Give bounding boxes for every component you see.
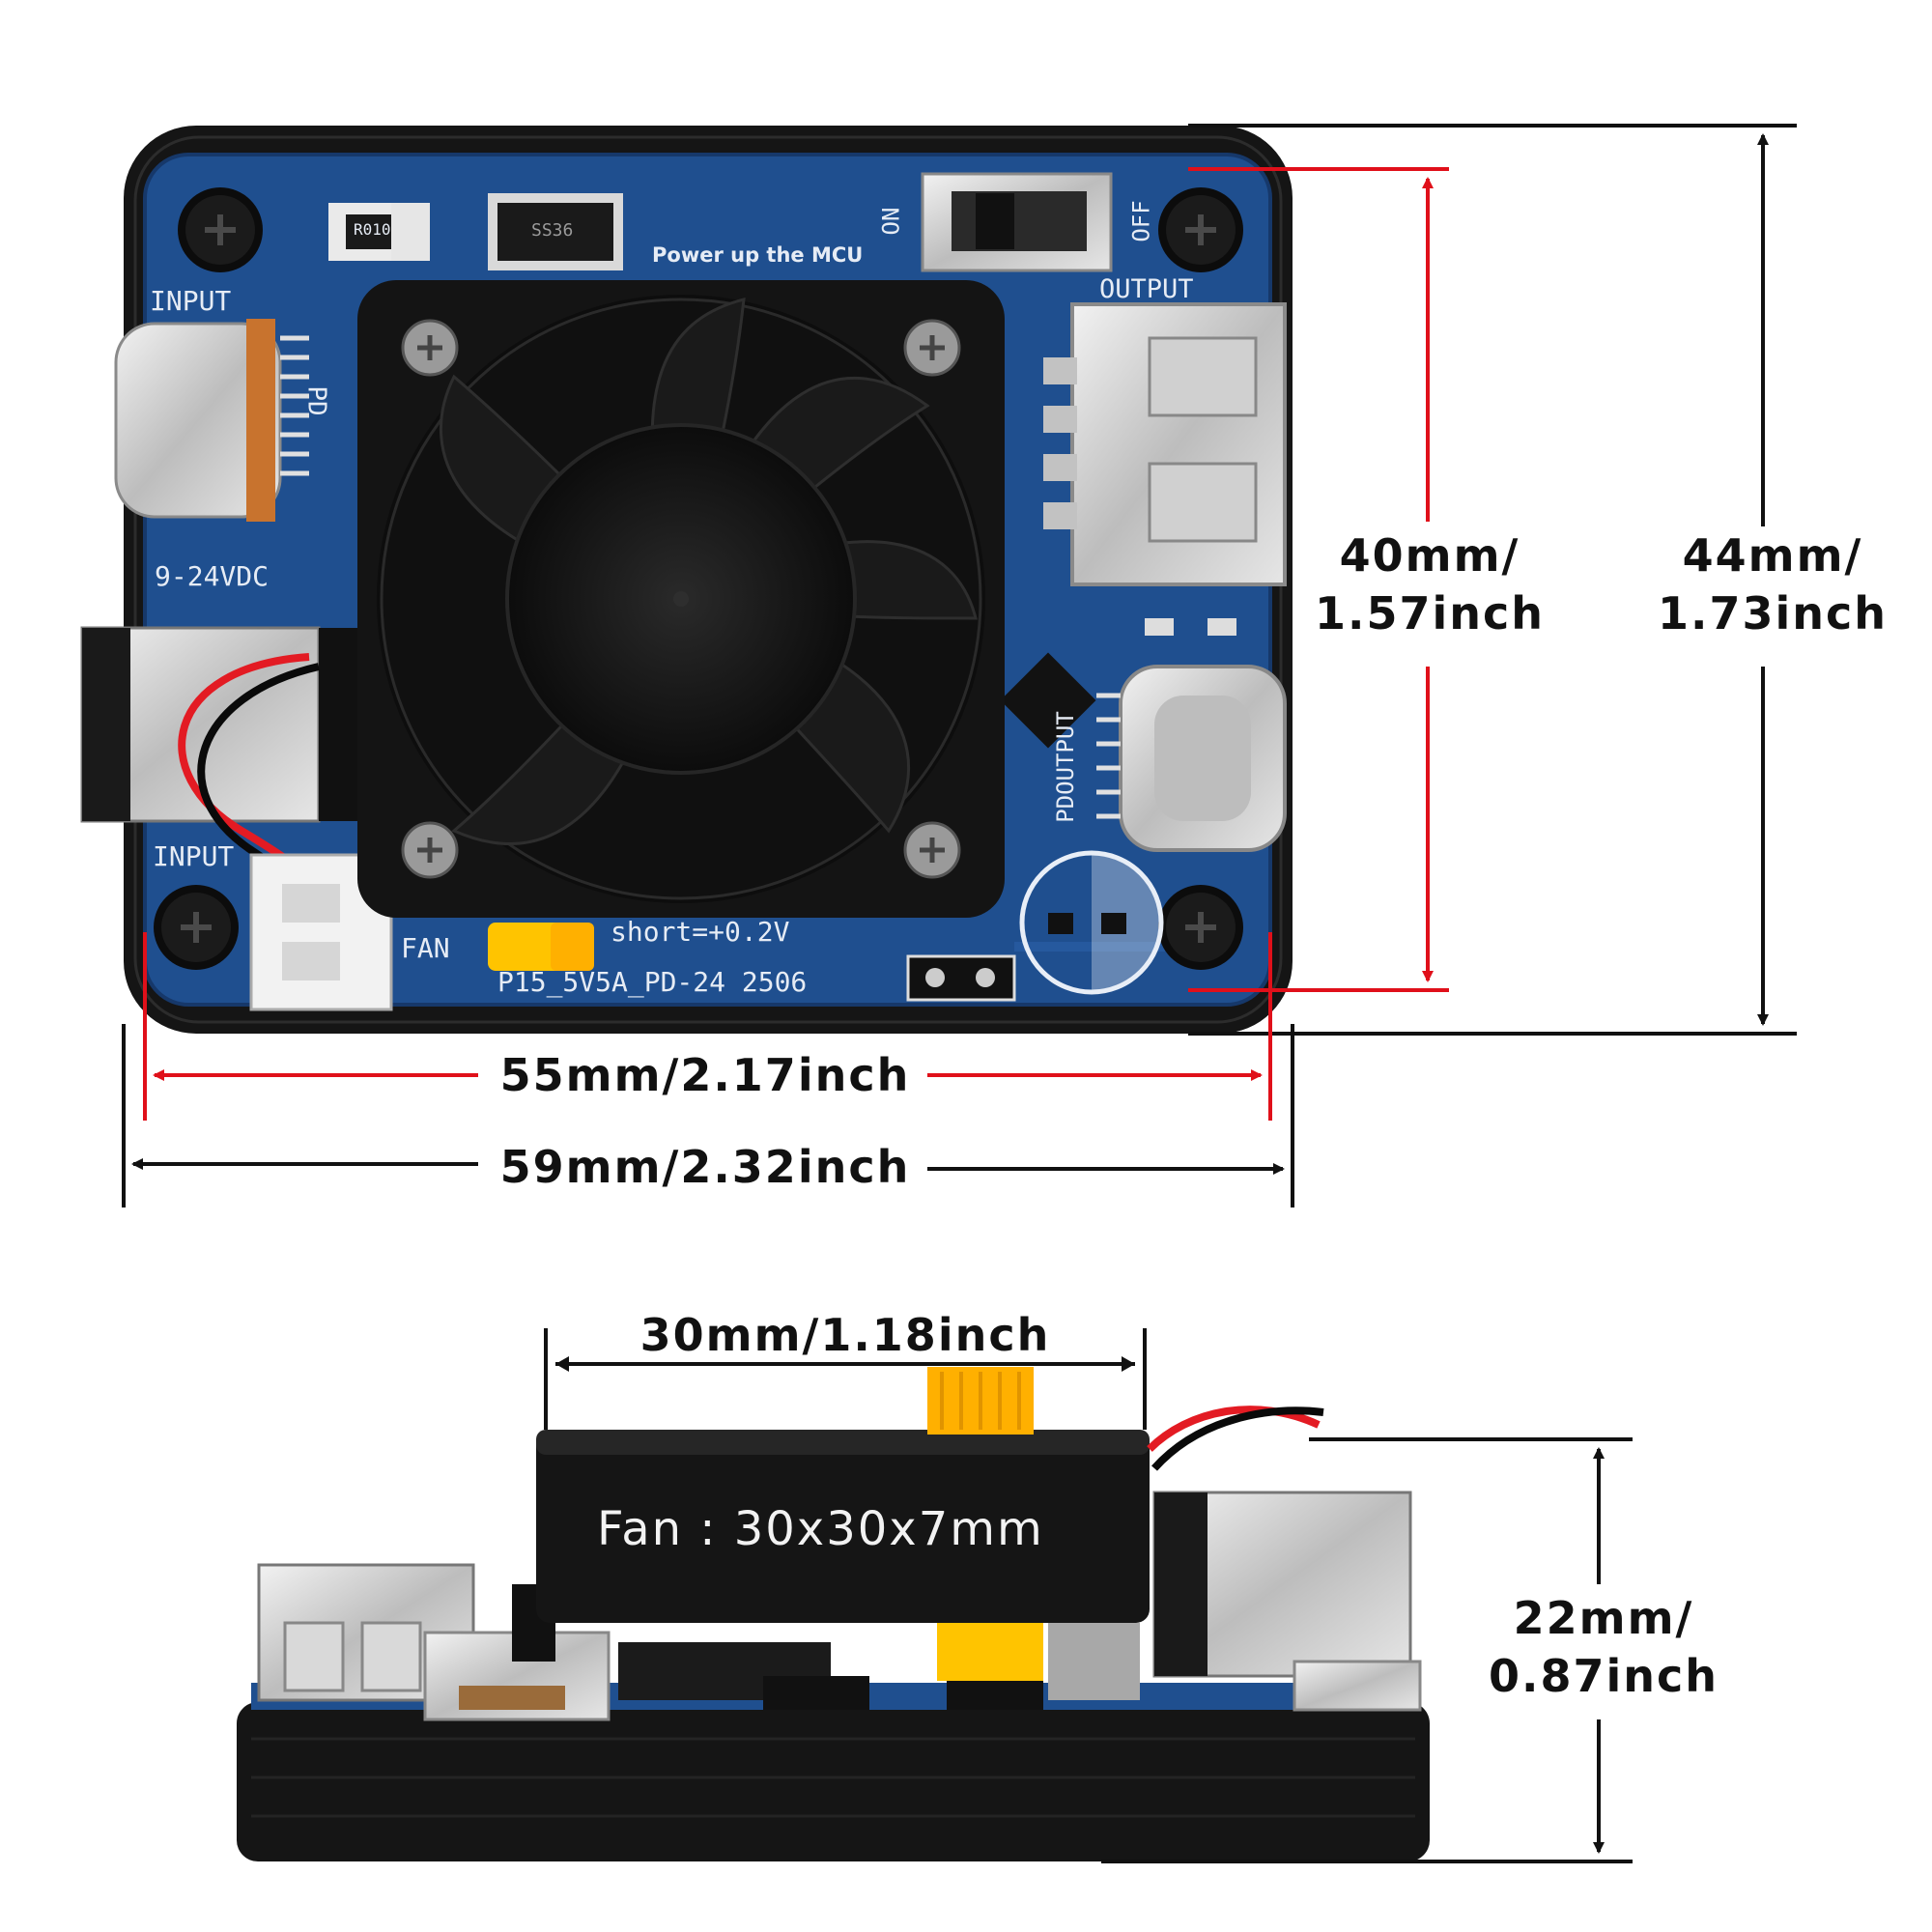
- mcu-chip: [1000, 652, 1096, 749]
- corner-screws: [154, 187, 1243, 970]
- silk-pd: PD: [301, 385, 331, 416]
- silk-input-bottom: INPUT: [153, 840, 235, 872]
- silk-voltage-range: 9-24VDC: [155, 560, 270, 592]
- usb-c-input-port: [114, 319, 309, 522]
- side-view-device: [237, 1367, 1430, 1861]
- silk-pd-output: PDOUTPUT: [1051, 711, 1079, 823]
- label-inner-height-mm: 40mm/: [1339, 529, 1520, 582]
- label-fan-width: 30mm/1.18inch: [639, 1309, 1051, 1361]
- label-outer-height: 44mm/ 1.73inch: [1647, 526, 1898, 642]
- silk-diode: SS36: [531, 220, 574, 241]
- label-side-height: 22mm/ 0.87inch: [1478, 1589, 1729, 1705]
- silk-fan: FAN: [401, 932, 450, 964]
- fan-spec-print: Fan : 30x30x7mm: [597, 1502, 1044, 1556]
- silk-model: P15_5V5A_PD-24 2506: [497, 966, 808, 998]
- label-inner-height: 40mm/ 1.57inch: [1304, 526, 1555, 642]
- dc-input-connector: [80, 626, 377, 977]
- label-outer-width: 59mm/2.32inch: [493, 1138, 918, 1196]
- usb-a-output-port: [1043, 302, 1287, 586]
- label-outer-height-mm: 44mm/: [1682, 529, 1863, 582]
- silk-off: OFF: [1127, 200, 1155, 242]
- power-switch: [921, 172, 1113, 272]
- silk-power-note: Power up the MCU: [652, 243, 864, 267]
- label-inner-height-inch: 1.57inch: [1314, 587, 1546, 639]
- polarity-marking: [1019, 850, 1164, 995]
- fan-switch-jumper: [488, 923, 594, 971]
- label-side-height-mm: 22mm/: [1513, 1592, 1694, 1644]
- cooling-fan: [357, 280, 1005, 918]
- silk-on: ON: [877, 207, 905, 236]
- dimension-lines-side: [544, 1328, 1633, 1863]
- label-side-height-inch: 0.87inch: [1488, 1650, 1719, 1702]
- label-outer-height-inch: 1.73inch: [1657, 587, 1889, 639]
- silk-input-top: INPUT: [150, 285, 232, 317]
- silk-resistor: R010: [354, 220, 391, 239]
- silk-output: OUTPUT: [1099, 274, 1194, 304]
- dimension-lines-top: [122, 124, 1797, 1208]
- usb-c-output-port: [1096, 665, 1287, 852]
- silk-short-note: short=+0.2V: [611, 916, 790, 948]
- label-inner-width: 55mm/2.17inch: [493, 1046, 918, 1104]
